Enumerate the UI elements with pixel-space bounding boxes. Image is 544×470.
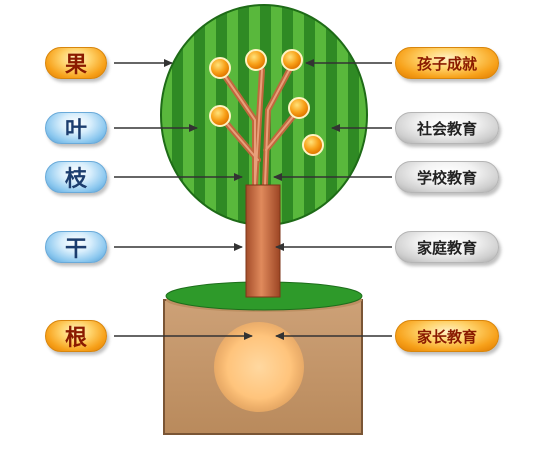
trunk [245,184,281,298]
canopy-stripe [238,5,249,225]
canopy-stripe [348,5,359,225]
canopy-stripe [161,5,172,225]
fruit [209,57,231,79]
canopy-stripe [282,5,293,225]
right-arrows [273,59,392,340]
canopy-stripe [194,5,205,225]
fruit [209,105,231,127]
canopy-stripe [304,5,315,225]
label-leaf: 叶 [45,112,107,144]
left-arrows [114,59,253,340]
canopy-stripe [315,5,326,225]
fruit [281,49,303,71]
label-child-achievement: 孩子成就 [395,47,499,79]
canopy-stripe [271,5,282,225]
label-leaf-text: 叶 [64,117,87,143]
fruit [302,134,324,156]
label-branch-text: 枝 [64,166,87,192]
label-trunk: 干 [45,231,107,263]
label-root: 根 [45,320,107,352]
fruit [245,49,267,71]
label-family-education-text: 家庭教育 [416,238,477,257]
label-school-education-text: 学校教育 [416,168,477,187]
label-branch: 枝 [45,161,107,193]
fruit [288,97,310,119]
canopy-stripe [359,5,367,225]
root-glow [214,322,304,412]
label-fruit-text: 果 [64,52,87,78]
label-social-education-text: 社会教育 [416,119,477,138]
label-social-education: 社会教育 [395,112,499,144]
label-trunk-text: 干 [64,236,87,262]
label-parent-education-text: 家长教育 [416,327,477,346]
canopy-stripe [337,5,348,225]
label-school-education: 学校教育 [395,161,499,193]
label-parent-education: 家长教育 [395,320,499,352]
label-fruit: 果 [45,47,107,79]
label-family-education: 家庭教育 [395,231,499,263]
canopy-stripe [183,5,194,225]
fruits [209,49,324,156]
canopy-stripe [227,5,238,225]
label-child-achievement-text: 孩子成就 [416,54,477,73]
label-root-text: 根 [64,325,87,351]
canopy-stripe [172,5,183,225]
canopy-stripe [326,5,337,225]
